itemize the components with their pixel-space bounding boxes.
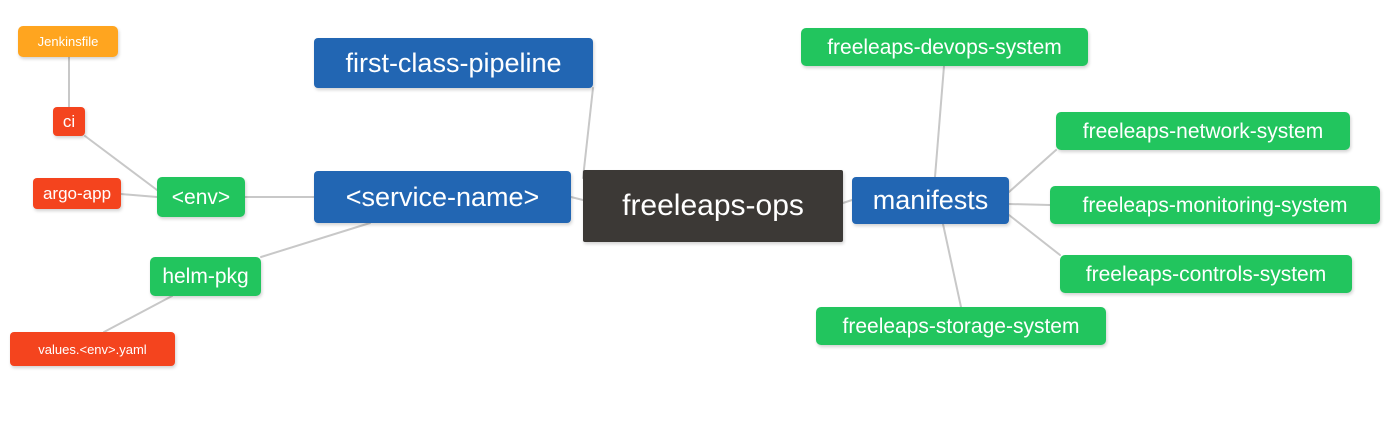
edge-root-to-manifests [842, 199, 853, 204]
node-jenkinsfile[interactable]: Jenkinsfile [18, 26, 118, 57]
node-freeleaps-monitoring-system[interactable]: freeleaps-monitoring-system [1050, 186, 1380, 224]
node-ci[interactable]: ci [53, 107, 85, 136]
edge-env-to-argo-app [120, 193, 158, 198]
node-helm-pkg[interactable]: helm-pkg [150, 257, 261, 296]
node-freeleaps-controls-system[interactable]: freeleaps-controls-system [1060, 255, 1352, 293]
edge-manifests-to-freeleaps-devops-system [934, 65, 945, 178]
node-service-name[interactable]: <service-name> [314, 171, 571, 223]
node-freeleaps-storage-system[interactable]: freeleaps-storage-system [816, 307, 1106, 345]
node-argo-app[interactable]: argo-app [33, 178, 121, 209]
node-freeleaps-network-system[interactable]: freeleaps-network-system [1056, 112, 1350, 150]
edge-service-name-to-helm-pkg [260, 222, 371, 258]
edge-manifests-to-freeleaps-monitoring-system [1008, 203, 1051, 206]
node-values-env-yaml[interactable]: values.<env>.yaml [10, 332, 175, 366]
edge-helm-pkg-to-values-env-yaml [103, 295, 173, 333]
node-freeleaps-devops-system[interactable]: freeleaps-devops-system [801, 28, 1088, 66]
edge-manifests-to-freeleaps-network-system [1008, 149, 1057, 193]
edge-manifests-to-freeleaps-storage-system [942, 223, 962, 308]
edge-root-to-first-class-pipeline [582, 87, 594, 179]
node-manifests[interactable]: manifests [852, 177, 1009, 224]
node-env[interactable]: <env> [157, 177, 245, 217]
node-root[interactable]: freeleaps-ops [583, 170, 843, 242]
edge-root-to-service-name [570, 196, 584, 201]
node-first-class-pipeline[interactable]: first-class-pipeline [314, 38, 593, 88]
